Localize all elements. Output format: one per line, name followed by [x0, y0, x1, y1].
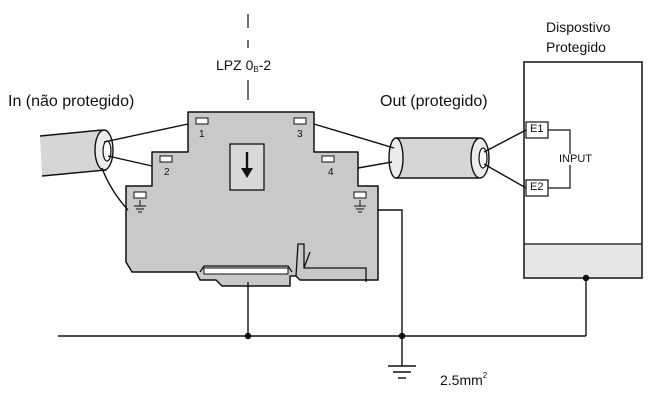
- terminal-slot-2: [159, 155, 173, 163]
- junction-dots: [244, 274, 590, 340]
- ground-size-exponent: 2: [482, 371, 488, 380]
- input-block-label: INPUT: [558, 153, 593, 165]
- terminal-slot-4: [321, 155, 335, 163]
- device-title-line1: Dispostivo: [546, 19, 611, 35]
- terminal-4-label: 4: [328, 167, 334, 178]
- ground-size-value: 2.5mm: [440, 372, 483, 388]
- protected-device: [523, 61, 643, 279]
- terminal-3-label: 3: [297, 129, 303, 140]
- output-cable: [388, 137, 490, 179]
- surge-protector-module: [125, 111, 379, 287]
- earth-ground-icon: [388, 365, 416, 379]
- status-window: [229, 143, 265, 191]
- lpz-zone-label: LPZ 0B-2: [216, 58, 271, 74]
- lpz-zone-prefix: LPZ 0: [216, 57, 254, 73]
- terminal-slot-3: [293, 117, 307, 125]
- terminal-e2-label: E2: [530, 181, 544, 193]
- earth-ground-icon: [354, 200, 366, 213]
- terminal-slot-ground-right: [353, 191, 367, 199]
- earth-ground-icon: [134, 200, 146, 213]
- lpz-zone-suffix: -2: [258, 57, 272, 73]
- input-side-label: In (não protegido): [8, 93, 135, 110]
- terminal-1-label: 1: [199, 129, 205, 140]
- output-side-label: Out (protegido): [380, 93, 488, 110]
- device-title-line2: Protegido: [546, 39, 606, 55]
- ground-wire-size-label: 2.5mm2: [440, 371, 488, 388]
- terminal-2-label: 2: [164, 167, 170, 178]
- terminal-slot-ground-left: [133, 191, 147, 199]
- down-arrow-icon: [241, 168, 253, 178]
- lpz-zone-subscript: B: [253, 65, 259, 74]
- wires: [58, 123, 587, 366]
- terminal-slot-1: [195, 117, 209, 125]
- din-rail: [199, 243, 367, 282]
- terminal-e1-label: E1: [530, 123, 544, 135]
